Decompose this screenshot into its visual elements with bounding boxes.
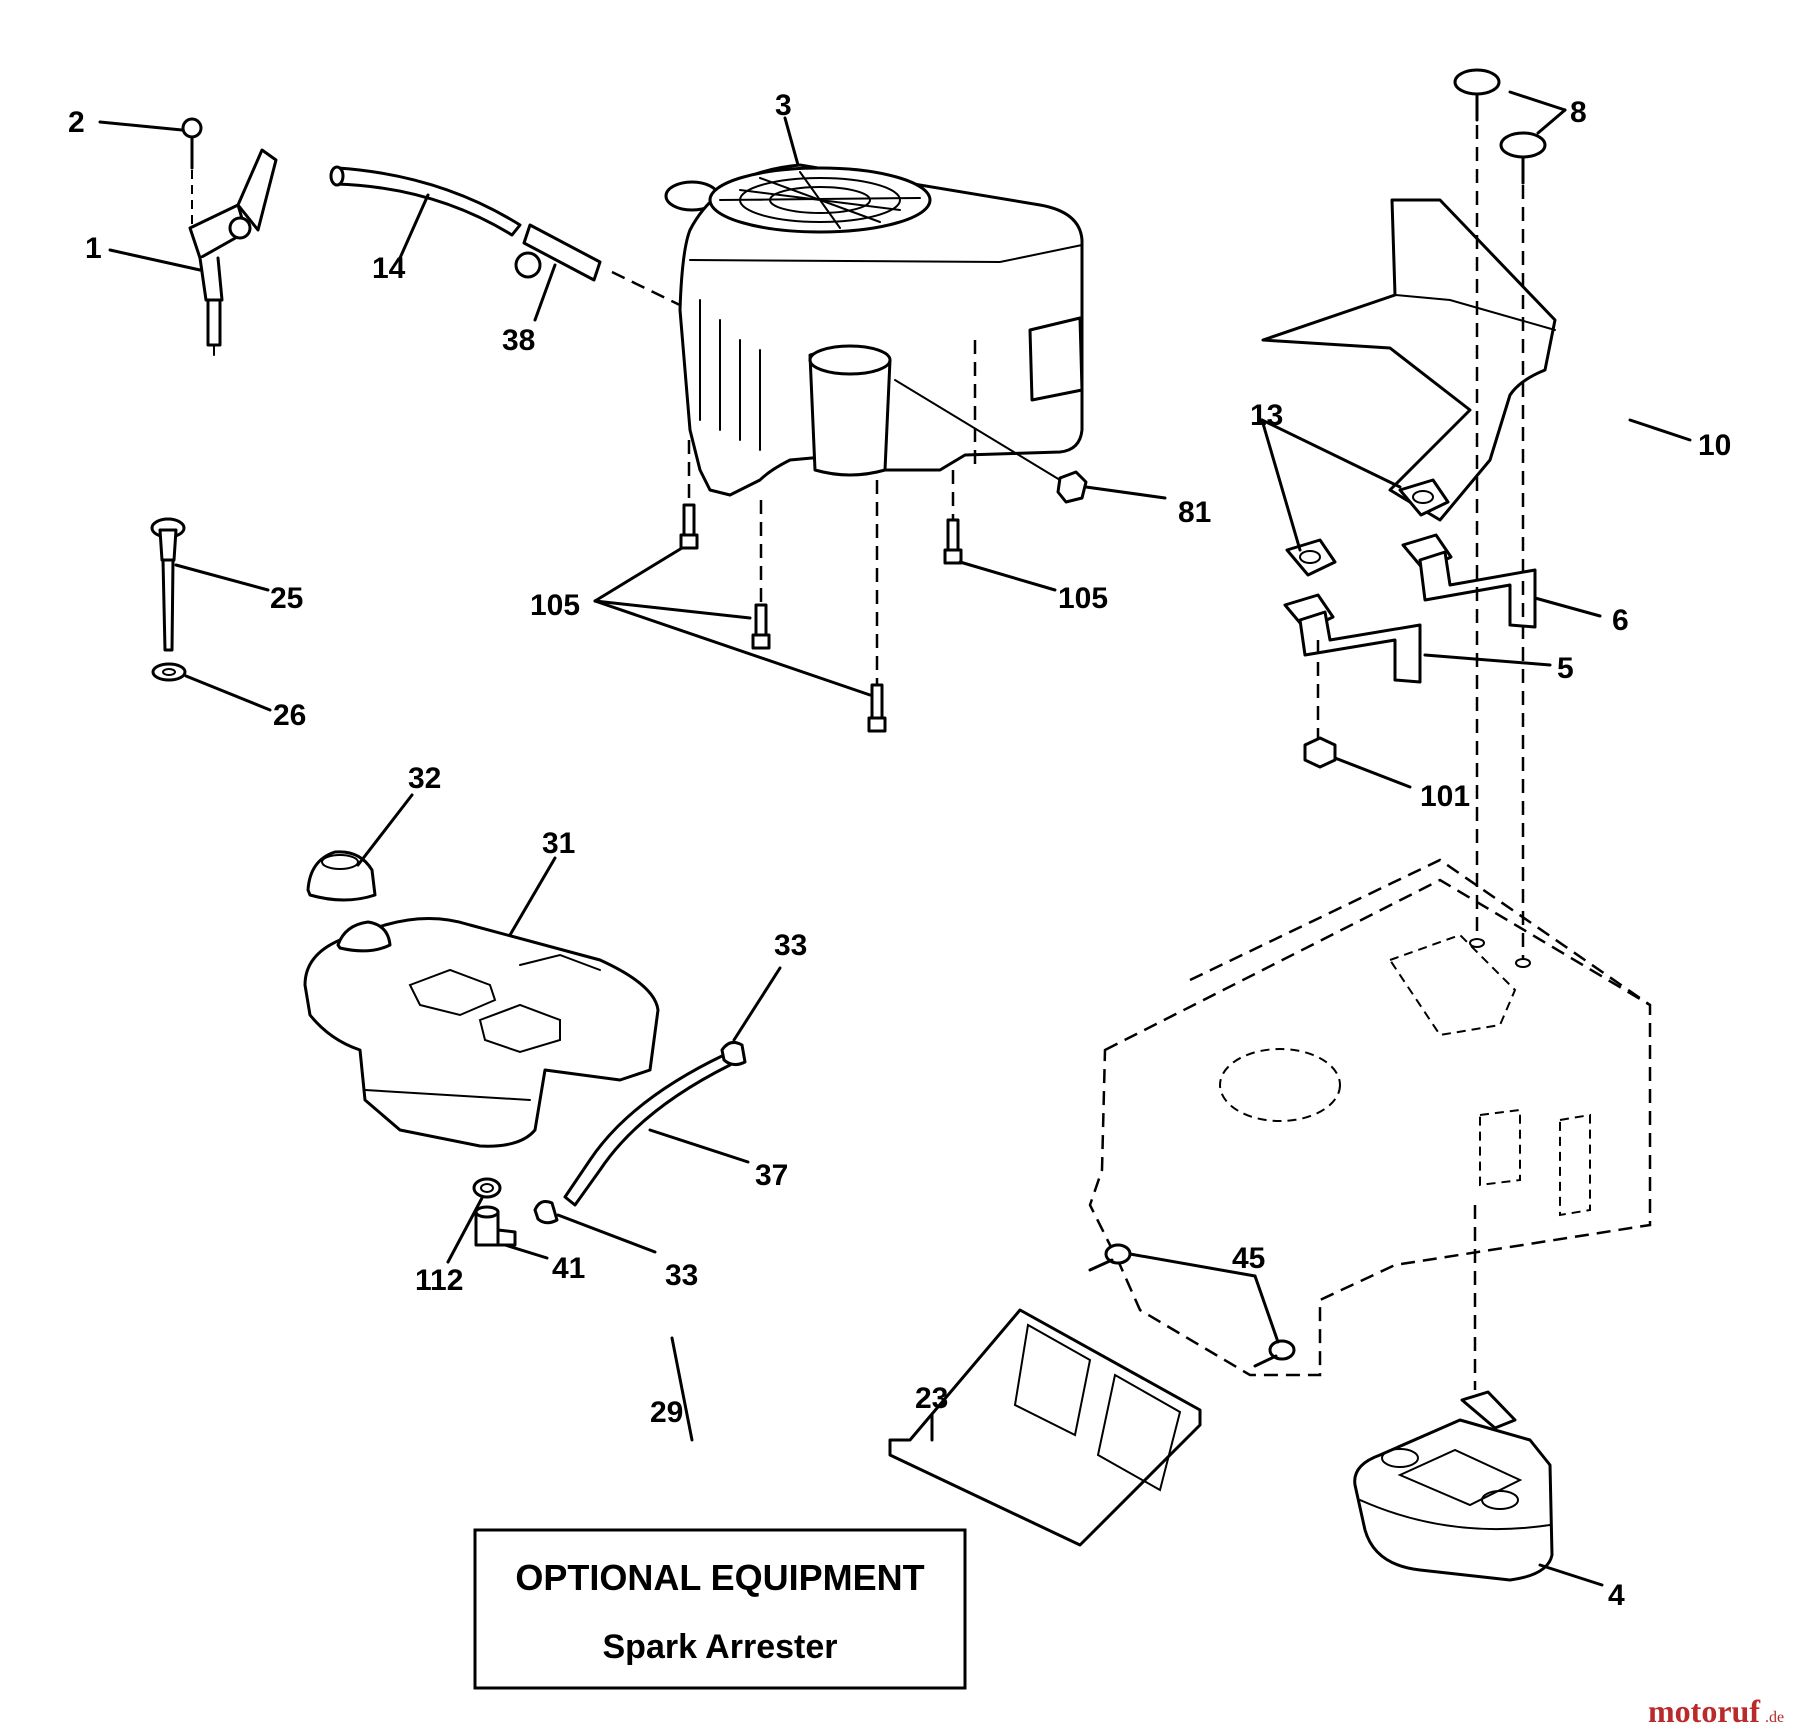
leader-lines (98, 90, 1692, 1587)
frame-outline (1088, 125, 1652, 1390)
fuel-fitting-part (474, 1205, 517, 1247)
callout-45: 45 (1232, 1242, 1265, 1275)
plate-screw-part (1088, 1243, 1296, 1368)
engine-part (664, 163, 1084, 497)
callout-81: 81 (1178, 496, 1211, 529)
callout-32: 32 (408, 762, 441, 795)
callout-105-right: 105 (1058, 582, 1108, 615)
callout-33-bottom: 33 (665, 1259, 698, 1292)
callout-105: 105 (530, 589, 580, 622)
callout-101: 101 (1420, 780, 1470, 813)
callout-4: 4 (1608, 1579, 1625, 1612)
callout-6: 6 (1612, 604, 1629, 637)
optional-equipment-box: OPTIONAL EQUIPMENT Spark Arrester (473, 1528, 967, 1690)
callout-25: 25 (270, 582, 303, 615)
throttle-control-part (188, 148, 278, 356)
callout-38: 38 (502, 324, 535, 357)
bushing-part (472, 1177, 502, 1199)
callout-31: 31 (542, 827, 575, 860)
callout-14: 14 (372, 252, 406, 285)
watermark-text: motoruf (1648, 1693, 1760, 1729)
watermark: motoruf .de (1648, 1693, 1784, 1729)
washer-part (151, 662, 187, 682)
callout-29: 29 (650, 1396, 683, 1429)
spark-arrester-label: Spark Arrester (603, 1628, 838, 1666)
arrester-plate-part (888, 1308, 1202, 1547)
callout-23: 23 (915, 1382, 948, 1415)
heat-shield-part (1261, 198, 1557, 522)
callout-33-top: 33 (774, 929, 807, 962)
hose-clamp-part (533, 1040, 747, 1225)
callout-8: 8 (1570, 96, 1587, 129)
dipstick-part (150, 517, 186, 652)
callout-3: 3 (775, 89, 792, 122)
fuel-filter-part (514, 223, 691, 312)
exhaust-nut-part (1303, 640, 1337, 769)
callout-1: 1 (85, 232, 102, 265)
callout-37: 37 (755, 1159, 788, 1192)
callout-5: 5 (1557, 652, 1574, 685)
callout-13: 13 (1250, 399, 1283, 432)
fuel-hose-part (563, 1053, 732, 1207)
throttle-screw-part (181, 117, 203, 230)
knob-part (1453, 68, 1547, 185)
callout-41: 41 (552, 1252, 585, 1285)
callout-26: 26 (273, 699, 306, 732)
watermark-suffix: .de (1765, 1709, 1784, 1726)
fuel-cap-part (306, 850, 377, 902)
engine-bolts-part (679, 440, 963, 733)
callout-labels: 2 1 3 14 38 8 10 13 6 5 81 105 105 101 2… (68, 89, 1731, 1612)
muffler-part (1353, 1390, 1554, 1582)
fuel-line-part (329, 165, 522, 237)
callout-2: 2 (68, 106, 85, 139)
callout-112: 112 (415, 1264, 463, 1297)
callout-10: 10 (1698, 429, 1731, 462)
optional-equipment-title: OPTIONAL EQUIPMENT (515, 1557, 924, 1598)
engine-nut-part (894, 379, 1088, 504)
fuel-tank-part (303, 917, 660, 1148)
